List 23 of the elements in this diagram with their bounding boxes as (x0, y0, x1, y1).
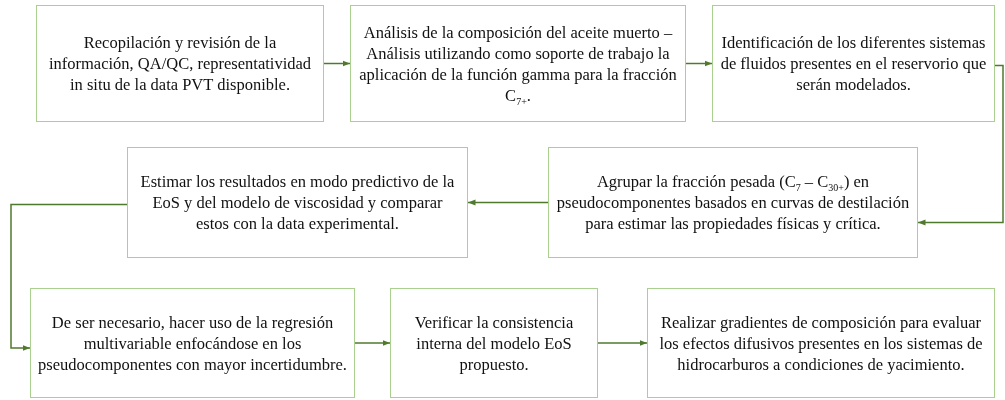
step-text: Verificar la consistencia interna del modelo EoS propuesto. (413, 311, 575, 375)
arrow (10, 203, 128, 351)
arrow (685, 60, 713, 67)
arrow (467, 199, 549, 206)
process-box (30, 288, 355, 398)
step-text: Agrupar la fracción pesada (C$_{7}$ – C$_{30+}$) en pseudocomponentes basados en curvas de destilación para estimar las propiedades físicas y crítica. (555, 171, 911, 234)
arrow (597, 340, 648, 346)
step-text: Análisis de la composición del aceite muerto – Análisis utilizando como soporte de trabajo la aplicación de la función gamma para la fracción C$_{7+}$. (358, 21, 678, 106)
step-text: De ser necesario, hacer uso de la regresión multivariable enfocándose en los pseudocomponentes con mayor incertidumbre. (37, 311, 348, 375)
process-box (647, 288, 995, 398)
process-box (390, 288, 598, 398)
process-box (127, 147, 468, 258)
process-box (350, 5, 686, 122)
process-box (712, 5, 995, 122)
arrow (323, 60, 351, 67)
step-text: Identificación de los diferentes sistemas de fluidos presentes en el reservorio que serán modelados. (719, 32, 988, 95)
arrow (917, 64, 1004, 226)
process-box (548, 147, 918, 258)
process-box (36, 5, 324, 122)
step-text: Estimar los resultados en modo predictivo de la EoS y del modelo de viscosidad y comparar estos con la data experimental. (139, 171, 456, 234)
step-text: Recopilación y revisión de la información, QA/QC, representatividad in situ de la data PVT disponible. (47, 32, 313, 95)
arrow (354, 340, 391, 346)
step-text: Realizar gradientes de composición para evaluar los efectos difusivos presentes en los sistemas de hidrocarburos a condiciones de yacimiento. (658, 311, 984, 375)
